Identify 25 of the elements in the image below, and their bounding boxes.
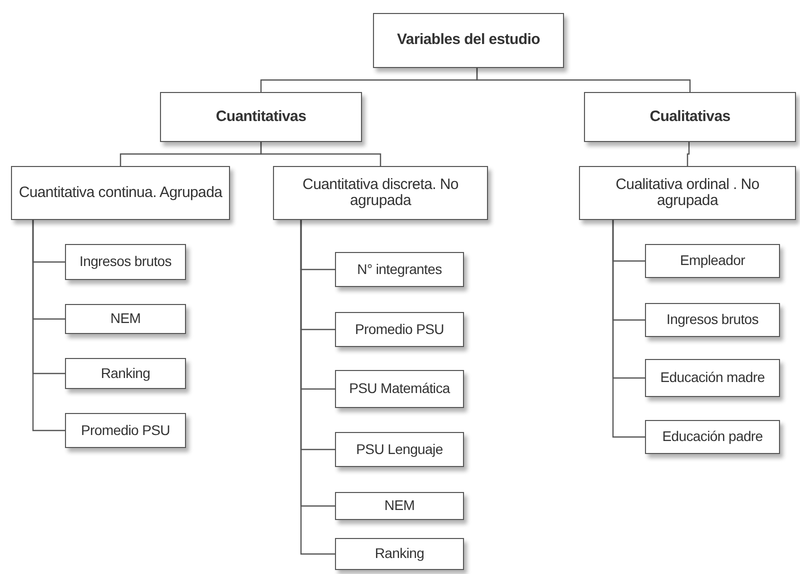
category-box: NEM bbox=[65, 304, 186, 334]
category-box: Cuantitativa continua. Agrupada bbox=[11, 166, 230, 220]
connector-line bbox=[612, 220, 645, 438]
category-box: N° integrantes bbox=[335, 252, 464, 287]
connector-line bbox=[476, 68, 691, 92]
category-box: Empleador bbox=[645, 244, 780, 278]
category-box: Educación madre bbox=[645, 359, 780, 397]
connector-line bbox=[260, 142, 382, 166]
category-box: Ranking bbox=[65, 358, 186, 389]
category-box: PSU Lenguaje bbox=[335, 432, 464, 467]
category-box: PSU Matemática bbox=[335, 370, 464, 408]
connector-line bbox=[32, 220, 65, 432]
category-box: Ranking bbox=[335, 538, 464, 570]
connector-line bbox=[686, 142, 690, 166]
category-box: Promedio PSU bbox=[65, 413, 186, 448]
category-box: Ingresos brutos bbox=[65, 244, 186, 280]
category-box: Ingresos brutos bbox=[645, 303, 780, 337]
category-box: Cuantitativa discreta. No agrupada bbox=[273, 166, 488, 220]
category-box: Cuantitativas bbox=[160, 92, 362, 142]
category-box: Educación padre bbox=[645, 420, 780, 454]
category-box: Variables del estudio bbox=[373, 13, 564, 68]
category-box: Promedio PSU bbox=[335, 312, 464, 347]
category-box: Cualitativa ordinal . No agrupada bbox=[579, 166, 796, 220]
category-box: NEM bbox=[335, 492, 464, 520]
category-box: Cualitativas bbox=[584, 92, 796, 142]
